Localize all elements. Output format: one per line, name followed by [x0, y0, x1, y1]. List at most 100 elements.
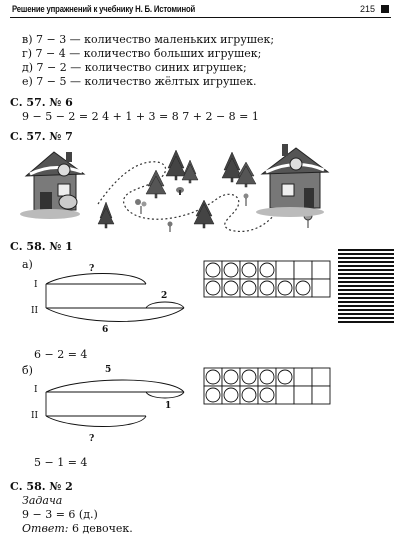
answer-text: 6 девочек.	[72, 522, 133, 535]
right-house-image	[256, 144, 330, 217]
grid-cell	[311, 260, 331, 280]
task-label: Задача	[22, 494, 63, 507]
grid-circle	[259, 387, 275, 403]
flower-icon	[243, 193, 249, 206]
grid-cell	[203, 260, 223, 280]
flower-icon	[167, 221, 173, 232]
diagram-b-row-i: I	[34, 385, 38, 395]
section-heading-57-6: С. 57. № 6	[10, 96, 73, 109]
grid-circle	[205, 280, 221, 296]
diagram-a-question: ?	[89, 264, 95, 274]
part-b-label: б)	[22, 364, 33, 377]
header-square-mark	[381, 5, 389, 13]
tree-icon	[165, 149, 187, 181]
diagram-a-num-2: 2	[161, 291, 168, 301]
grid-circle	[205, 369, 221, 385]
grid-cell	[293, 260, 313, 280]
intro-line-d: д) 7 − 2 — количество синих игрушек;	[22, 61, 247, 74]
grid-cell	[221, 385, 241, 405]
grid-circle	[259, 262, 275, 278]
grid-cell	[239, 385, 259, 405]
tree-icon	[181, 159, 199, 184]
answer-line: Ответ: 6 девочек.	[22, 522, 133, 535]
left-house-image	[20, 151, 86, 219]
grid-cell	[257, 385, 277, 405]
grid-circle	[241, 262, 257, 278]
equation-a: 6 − 2 = 4	[34, 348, 88, 361]
grid-cell	[293, 385, 313, 405]
equation-b: 5 − 1 = 4	[34, 456, 88, 469]
part-a-label: а)	[22, 258, 33, 271]
grid-cell	[239, 367, 259, 387]
grid-circle	[277, 369, 293, 385]
section-heading-57-7: С. 57. № 7	[10, 130, 73, 143]
diagram-a-num-6: 6	[102, 325, 109, 335]
segment-diagram-a	[45, 273, 185, 322]
grid-cell	[293, 278, 313, 298]
grid-cell	[203, 367, 223, 387]
page-header: Решение упражнений к учебнику Н. Б. Исто…	[0, 0, 401, 20]
grid-cell	[221, 278, 241, 298]
diagram-a-row-i: I	[34, 280, 38, 290]
grid-cell	[221, 260, 241, 280]
houses-and-trees-illustration	[20, 144, 330, 232]
section-heading-58-2: С. 58. № 2	[10, 480, 73, 493]
grid-cell	[203, 385, 223, 405]
grid-cell	[275, 367, 295, 387]
grid-circle	[259, 280, 275, 296]
grid-circle	[241, 280, 257, 296]
segment-diagram-b	[45, 379, 185, 427]
grid-cell	[311, 278, 331, 298]
page-edge-stripes	[338, 249, 394, 325]
grid-cell	[275, 278, 295, 298]
mushroom-icon	[176, 187, 184, 195]
diagram-a-row-ii: II	[31, 306, 39, 316]
flower-icon	[135, 199, 147, 214]
grid-cell	[221, 367, 241, 387]
tree-icon	[97, 201, 115, 229]
grid-cell	[275, 260, 295, 280]
grid-cell	[257, 367, 277, 387]
diagram-b-num-5: 5	[105, 365, 112, 375]
page-number: 215	[359, 4, 375, 14]
diagram-b-question: ?	[89, 434, 95, 444]
intro-line-v: в) 7 − 3 — количество маленьких игрушек;	[22, 33, 275, 46]
grid-circle	[241, 387, 257, 403]
tree-icon	[235, 161, 257, 188]
answer-label: Ответ:	[22, 522, 69, 535]
grid-circle	[259, 369, 275, 385]
grid-cell	[239, 260, 259, 280]
intro-line-e: е) 7 − 5 — количество жёлтых игрушек.	[22, 75, 257, 88]
grid-circle	[223, 387, 239, 403]
dotted-path	[97, 161, 277, 232]
tree-icon	[221, 151, 243, 183]
grid-circle	[295, 280, 311, 296]
diagram-b-num-1: 1	[165, 401, 172, 411]
tree-icon	[145, 169, 167, 199]
header-title: Решение упражнений к учебнику Н. Б. Исто…	[12, 4, 196, 14]
grid-cell	[311, 385, 331, 405]
tree-icon	[193, 199, 215, 229]
circle-grid-a	[203, 260, 331, 298]
grid-cell	[257, 278, 277, 298]
grid-circle	[223, 369, 239, 385]
grid-cell	[203, 278, 223, 298]
grid-circle	[205, 387, 221, 403]
grid-circle	[241, 369, 257, 385]
grid-cell	[311, 367, 331, 387]
circle-grid-b	[203, 367, 331, 405]
grid-cell	[293, 367, 313, 387]
grid-circle	[223, 280, 239, 296]
grid-circle	[205, 262, 221, 278]
grid-cell	[275, 385, 295, 405]
intro-line-g: г) 7 − 4 — количество больших игрушек;	[22, 47, 262, 60]
grid-cell	[257, 260, 277, 280]
section-57-6-equations: 9 − 5 − 2 = 2 4 + 1 + 3 = 8 7 + 2 − 8 = …	[22, 110, 259, 123]
task-equation: 9 − 3 = 6 (д.)	[22, 508, 98, 521]
grid-circle	[223, 262, 239, 278]
grid-cell	[239, 278, 259, 298]
diagram-b-row-ii: II	[31, 411, 39, 421]
header-rule	[10, 17, 391, 18]
grid-circle	[277, 280, 293, 296]
section-heading-58-1: С. 58. № 1	[10, 240, 73, 253]
